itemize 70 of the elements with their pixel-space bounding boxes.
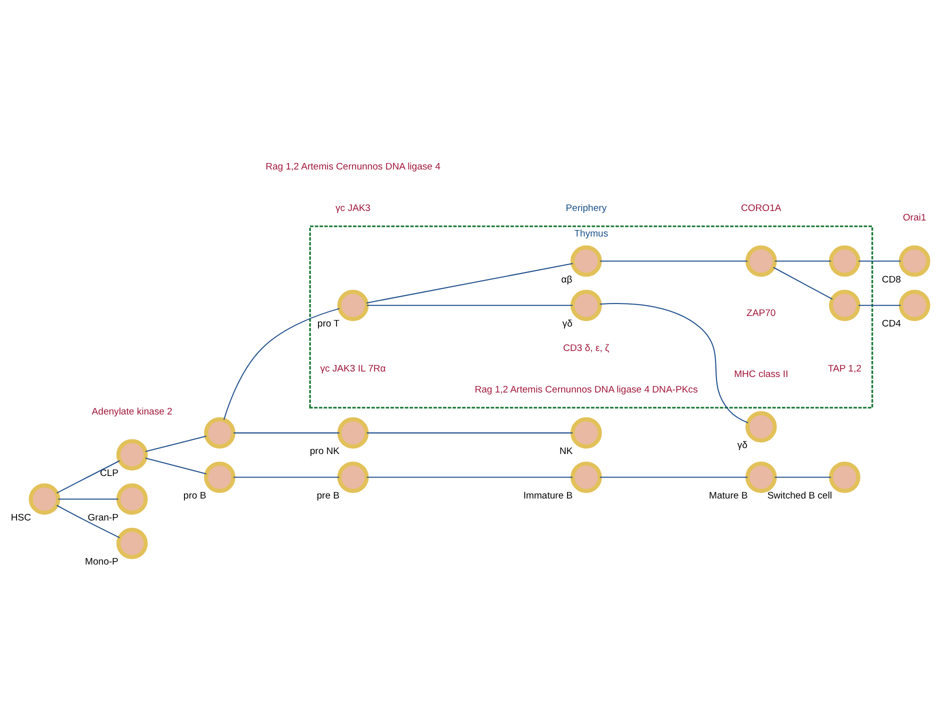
node-circle (116, 439, 148, 470)
label: γc JAK3 IL 7Rα (320, 363, 386, 374)
label: γc JAK3 (336, 203, 370, 214)
connector (773, 266, 833, 300)
node-circle (204, 462, 236, 493)
connector (774, 260, 832, 262)
connector (774, 476, 832, 478)
node-label: γδ (737, 440, 748, 452)
connector (145, 436, 206, 452)
node-circle (337, 417, 369, 449)
node-label: pro T (317, 318, 340, 330)
node-label: pro B (183, 490, 206, 502)
connector (366, 476, 573, 478)
node-label: HSC (10, 512, 31, 524)
node-circle (745, 245, 777, 277)
node-circle (204, 417, 236, 449)
node-circle (570, 462, 602, 493)
node-label: CD8 (882, 274, 901, 286)
label: Orai1 (902, 212, 926, 224)
label: ZAP70 (746, 308, 776, 320)
node-label: Mature B (709, 490, 748, 502)
node-label: pre B (316, 490, 340, 502)
label: CD3 δ, ε, ζ (563, 342, 610, 354)
connector (58, 498, 118, 500)
node-circle (28, 483, 60, 515)
node-label: NK (559, 446, 573, 458)
node-circle (116, 483, 148, 515)
label: TAP 1,2 (828, 363, 862, 374)
connector (600, 476, 748, 478)
connector (858, 260, 901, 262)
connector (600, 260, 748, 262)
node-label: Switched B cell (767, 490, 832, 502)
node-circle (116, 528, 148, 560)
connector (234, 476, 340, 478)
connector (56, 460, 120, 494)
node-label: pro NK (310, 446, 340, 458)
label: MHC class II (734, 368, 788, 380)
node-circle (337, 290, 369, 322)
node-label: CLP (100, 468, 119, 480)
node-circle (828, 290, 860, 322)
node-circle (570, 290, 602, 322)
node-circle (828, 462, 860, 493)
node-label: Mono-P (85, 556, 118, 568)
node-circle (828, 245, 860, 277)
node-label: CD4 (882, 318, 901, 330)
label: CORO1A (740, 203, 782, 214)
node-circle (570, 245, 602, 277)
node-circle (337, 462, 369, 493)
connector (858, 304, 901, 306)
node-circle (745, 462, 777, 493)
node-circle (898, 290, 930, 322)
connector (366, 432, 573, 434)
node-label: Gran-P (88, 512, 118, 524)
connector (56, 504, 120, 538)
node-circle (745, 411, 777, 442)
connector (600, 303, 748, 424)
node-circle (570, 417, 602, 449)
connector (366, 304, 573, 306)
connector (234, 432, 340, 434)
label: Periphery (566, 203, 607, 214)
connector (145, 458, 206, 474)
node-circle (898, 245, 930, 277)
connector (223, 308, 340, 420)
label: Rag 1,2 Artemis Cernunnos DNA ligase 4 (266, 162, 440, 173)
label: Adenylate kinase 2 (92, 406, 172, 418)
label: Rag 1,2 Artemis Cernunnos DNA ligase 4 DNA-PKcs (474, 384, 698, 396)
connector (366, 263, 573, 304)
node-label: γδ (562, 318, 573, 330)
node-label: αβ (561, 274, 572, 286)
node-label: Immature B (523, 490, 573, 502)
